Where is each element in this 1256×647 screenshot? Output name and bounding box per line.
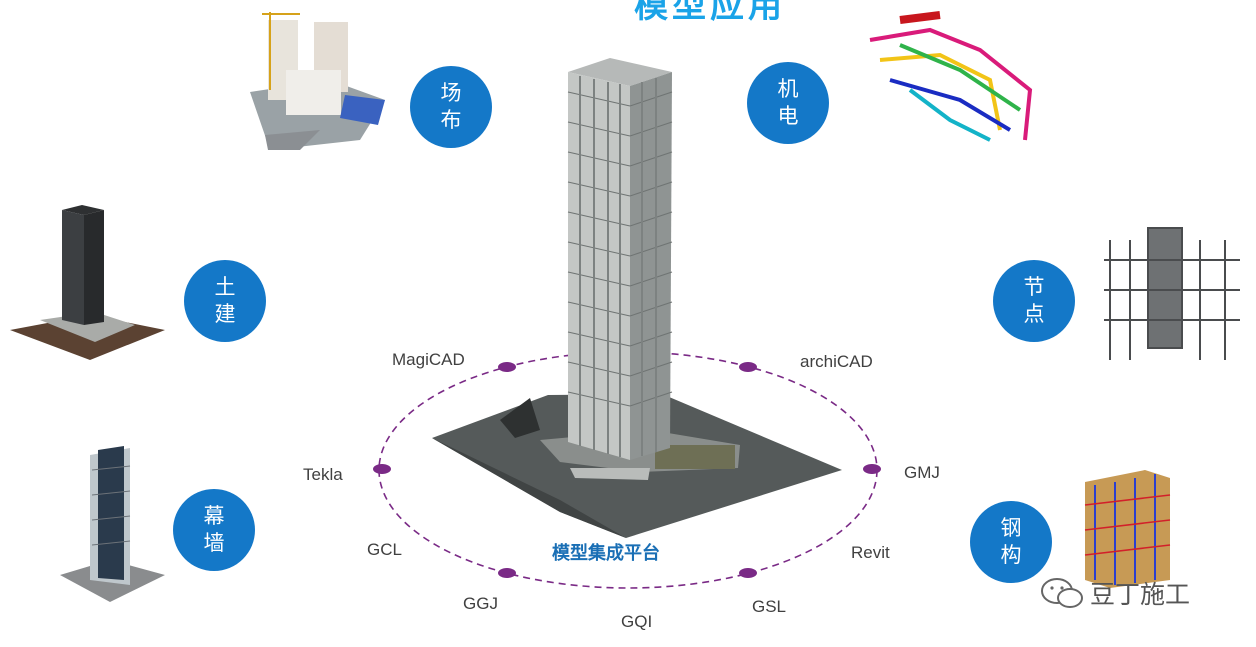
category-node: 节点 bbox=[993, 260, 1075, 342]
central-tower-model bbox=[567, 58, 673, 460]
ring-node-archicad bbox=[739, 362, 757, 372]
mep-model bbox=[869, 11, 1033, 142]
category-label: 钢构 bbox=[1000, 516, 1022, 567]
software-label-gsl: GSL bbox=[752, 597, 787, 616]
category-site-layout: 场布 bbox=[410, 66, 492, 148]
category-mep: 机电 bbox=[747, 62, 829, 144]
wechat-icon bbox=[1041, 578, 1083, 608]
ring-node-gmj bbox=[863, 464, 881, 474]
node-model bbox=[1104, 227, 1240, 360]
software-label-ggj: GGJ bbox=[463, 594, 498, 613]
platform-label: 模型集成平台 bbox=[552, 543, 660, 564]
curtain-wall-model bbox=[60, 446, 165, 602]
ring-node-magicad bbox=[498, 362, 516, 372]
software-label-gcl: GCL bbox=[367, 540, 402, 559]
watermark-text: 豆丁施工 bbox=[1090, 580, 1191, 609]
site-layout-model bbox=[250, 12, 385, 150]
category-label: 机电 bbox=[777, 77, 799, 128]
page-title: 模型应用 bbox=[634, 0, 786, 26]
category-civil: 土建 bbox=[184, 260, 266, 342]
ring-node-tekla bbox=[373, 464, 391, 474]
software-label-revit: Revit bbox=[851, 543, 890, 562]
software-label-gmj: GMJ bbox=[904, 463, 940, 482]
category-label: 场布 bbox=[440, 81, 462, 132]
ring-node-gsl bbox=[739, 568, 757, 578]
category-label: 幕墙 bbox=[203, 504, 225, 555]
category-label: 节点 bbox=[1023, 275, 1045, 326]
category-label: 土建 bbox=[214, 275, 236, 326]
ring-node-ggj bbox=[498, 568, 516, 578]
software-label-tekla: Tekla bbox=[303, 465, 343, 484]
steel-model bbox=[1084, 470, 1171, 588]
category-curtain-wall: 幕墙 bbox=[173, 489, 255, 571]
software-label-gqi: GQI bbox=[621, 612, 653, 631]
civil-tower-model bbox=[10, 205, 165, 360]
software-label-archicad: archiCAD bbox=[800, 352, 873, 371]
watermark: 豆丁施工 bbox=[1038, 575, 1190, 611]
software-label-magicad: MagiCAD bbox=[392, 350, 465, 369]
category-steel: 钢构 bbox=[970, 501, 1052, 583]
